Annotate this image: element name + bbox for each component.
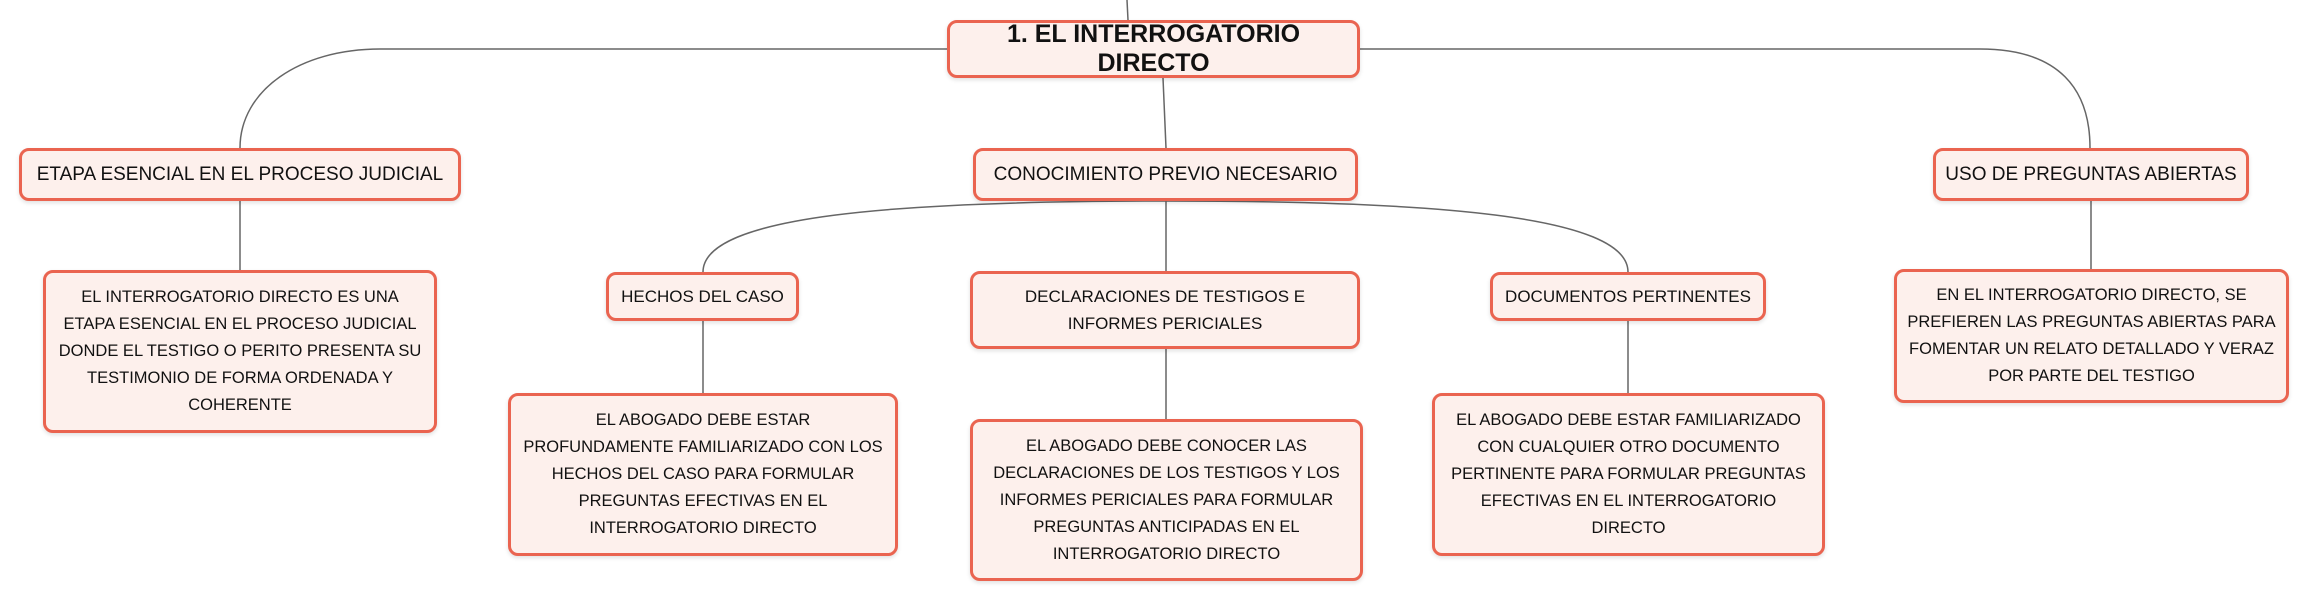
subbranch-documentos-pertinentes[interactable]: DOCUMENTOS PERTINENTES [1490,272,1766,321]
connector-root-uso [1360,48,2091,149]
branch-etapa-esencial[interactable]: ETAPA ESENCIAL EN EL PROCESO JUDICIAL [19,148,461,201]
detail-declaraciones[interactable]: EL ABOGADO DEBE CONOCER LAS DECLARACIONE… [970,419,1363,581]
detail-etapa-esencial[interactable]: EL INTERROGATORIO DIRECTO ES UNA ETAPA E… [43,270,437,433]
detail-preguntas-abiertas[interactable]: EN EL INTERROGATORIO DIRECTO, SE PREFIER… [1894,269,2289,403]
connector-root-conocimiento [1162,77,1167,149]
subbranch-declaraciones[interactable]: DECLARACIONES DE TESTIGOS E INFORMES PER… [970,271,1360,349]
connector-conoc-hechos [702,200,1167,273]
connector-root-etapa [239,48,947,149]
branch-conocimiento-previo[interactable]: CONOCIMIENTO PREVIO NECESARIO [973,148,1358,201]
connector-conoc-documentos [1165,200,1629,273]
detail-documentos-pertinentes[interactable]: EL ABOGADO DEBE ESTAR FAMILIARIZADO CON … [1432,393,1825,556]
connector-parent-root [1126,0,1129,21]
root-node[interactable]: 1. EL INTERROGATORIO DIRECTO [947,20,1360,78]
branch-preguntas-abiertas[interactable]: USO DE PREGUNTAS ABIERTAS [1933,148,2249,201]
detail-hechos-del-caso[interactable]: EL ABOGADO DEBE ESTAR PROFUNDAMENTE FAMI… [508,393,898,556]
subbranch-hechos-del-caso[interactable]: HECHOS DEL CASO [606,272,799,321]
